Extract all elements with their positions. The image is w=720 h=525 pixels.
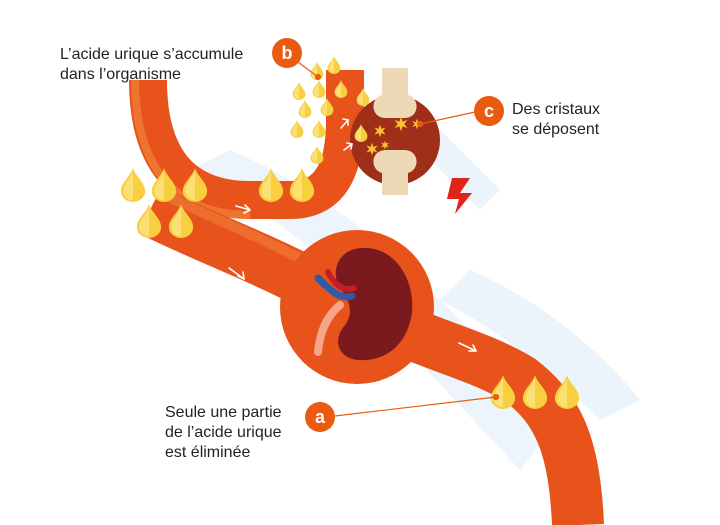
flow-arrow-icon bbox=[228, 267, 245, 280]
leader-lines bbox=[297, 61, 500, 417]
flow-arrow-icon bbox=[340, 118, 349, 129]
label-a-line-2: de l’acide urique bbox=[165, 424, 282, 441]
flow-arrow-icon bbox=[458, 342, 477, 352]
upper-blood-vessel bbox=[129, 70, 364, 219]
leader-dot-c bbox=[416, 120, 424, 128]
uric-acid-drop-icon bbox=[312, 120, 326, 138]
label-c-line-1: Des cristaux bbox=[512, 101, 601, 118]
label-c-line-2: se déposent bbox=[512, 121, 600, 138]
label-c: Des cristaux se déposent bbox=[512, 100, 600, 140]
ureter bbox=[314, 301, 344, 356]
leader-dot-b bbox=[314, 73, 322, 81]
leader-dot-a bbox=[492, 393, 500, 401]
uric-acid-drop-icon bbox=[289, 168, 315, 202]
leader-line-a bbox=[334, 396, 497, 417]
bone-joint-icon bbox=[373, 68, 417, 195]
flow-arrows bbox=[228, 118, 477, 352]
label-a-line-1: Seule une partie bbox=[165, 404, 282, 421]
uric-acid-drop-icon bbox=[292, 82, 306, 100]
leader-line-b bbox=[297, 61, 319, 78]
uric-acid-drop-icon bbox=[120, 168, 146, 202]
label-b: L’acide urique s’accumule dans l’organis… bbox=[60, 45, 243, 85]
uric-acid-drop-icon bbox=[298, 100, 312, 118]
marker-a: a bbox=[305, 402, 335, 432]
joint bbox=[350, 68, 440, 195]
inflamed-joint bbox=[350, 95, 440, 185]
uric-acid-drop-icon bbox=[327, 56, 341, 74]
main-blood-vessel bbox=[138, 186, 604, 525]
flow-arrow-icon bbox=[235, 204, 251, 214]
leader-line-c bbox=[419, 111, 476, 125]
kidney-icon bbox=[335, 247, 413, 361]
label-b-line-1: L’acide urique s’accumule bbox=[60, 46, 244, 63]
artery bbox=[325, 269, 357, 292]
uric-acid-drop-icon bbox=[310, 146, 324, 164]
label-b-line-2: dans l’organisme bbox=[60, 66, 181, 83]
uric-acid-drop-icon bbox=[290, 120, 304, 138]
kidney-detail bbox=[280, 230, 434, 384]
uric-acid-drop-icon bbox=[312, 80, 326, 98]
label-a-line-3: est éliminée bbox=[165, 444, 251, 461]
lightning-pain-icon bbox=[447, 178, 472, 214]
vein bbox=[314, 274, 356, 301]
marker-b: b bbox=[272, 38, 302, 68]
flow-arrow-icon bbox=[343, 142, 353, 151]
label-a: Seule une partie de l’acide urique est é… bbox=[165, 403, 282, 463]
marker-c: c bbox=[474, 96, 504, 126]
